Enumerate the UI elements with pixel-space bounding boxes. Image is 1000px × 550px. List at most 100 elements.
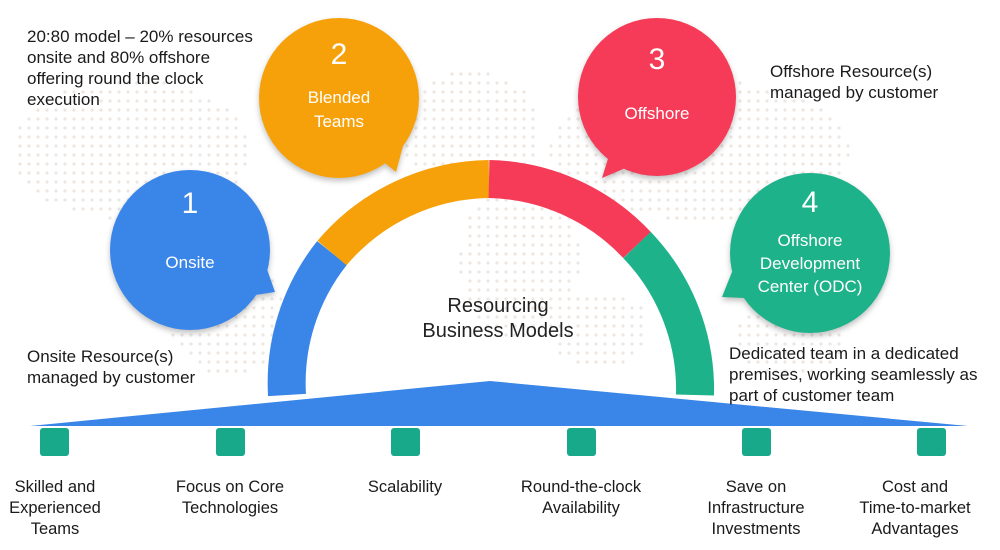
map-dot [603, 342, 607, 346]
map-dot [189, 162, 193, 166]
map-dot [27, 153, 31, 157]
map-dot [720, 162, 724, 166]
map-dot [603, 360, 607, 364]
map-dot [783, 369, 787, 373]
map-dot [828, 144, 832, 148]
map-dot [783, 162, 787, 166]
map-dot [171, 117, 175, 121]
map-dot [612, 324, 616, 328]
map-dot [459, 144, 463, 148]
map-dot [45, 126, 49, 130]
map-dot [126, 135, 130, 139]
map-dot [792, 162, 796, 166]
map-dot [819, 360, 823, 364]
map-dot [765, 171, 769, 175]
map-dot [99, 90, 103, 94]
map-dot [540, 306, 544, 310]
map-dot [621, 315, 625, 319]
map-dot [423, 126, 427, 130]
map-dot [828, 117, 832, 121]
map-dot [153, 81, 157, 85]
map-dot [612, 297, 616, 301]
map-dot [459, 108, 463, 112]
map-dot [450, 153, 454, 157]
map-dot [126, 189, 130, 193]
map-dot [576, 360, 580, 364]
map-dot [801, 144, 805, 148]
map-dot [468, 261, 472, 265]
map-dot [495, 81, 499, 85]
map-dot [45, 153, 49, 157]
map-dot [234, 144, 238, 148]
map-dot [819, 135, 823, 139]
map-dot [792, 171, 796, 175]
map-dot [135, 108, 139, 112]
map-dot [162, 162, 166, 166]
map-dot [540, 261, 544, 265]
map-dot [45, 117, 49, 121]
map-dot [450, 81, 454, 85]
map-dot [225, 117, 229, 121]
map-dot [531, 153, 535, 157]
map-dot [108, 117, 112, 121]
map-dot [117, 189, 121, 193]
map-dot [72, 108, 76, 112]
map-dot [486, 261, 490, 265]
map-dot [126, 108, 130, 112]
map-dot [837, 144, 841, 148]
map-dot [522, 99, 526, 103]
map-dot [504, 216, 508, 220]
map-dot [783, 99, 787, 103]
map-dot [666, 180, 670, 184]
map-dot [720, 180, 724, 184]
map-dot [783, 135, 787, 139]
map-dot [54, 108, 58, 112]
description-offshore: Offshore Resource(s) managed by customer [770, 62, 939, 102]
map-dot [810, 333, 814, 337]
map-dot [558, 279, 562, 283]
bubble-onsite-label: Onsite [165, 253, 215, 272]
map-dot [756, 108, 760, 112]
map-dot [594, 306, 598, 310]
map-dot [801, 135, 805, 139]
map-dot [243, 351, 247, 355]
map-dot [549, 333, 553, 337]
map-dot [495, 252, 499, 256]
map-dot [486, 270, 490, 274]
map-dot [792, 351, 796, 355]
map-dot [117, 117, 121, 121]
benefit-label-5: Save on Infrastructure Investments [707, 478, 805, 538]
map-dot [567, 333, 571, 337]
map-dot [90, 171, 94, 175]
map-dot [99, 207, 103, 211]
map-dot [180, 162, 184, 166]
map-dot [747, 126, 751, 130]
map-dot [612, 342, 616, 346]
map-dot [504, 117, 508, 121]
map-dot [486, 99, 490, 103]
map-dot [648, 189, 652, 193]
map-dot [846, 153, 850, 157]
map-dot [54, 189, 58, 193]
map-dot [801, 342, 805, 346]
map-dot [90, 90, 94, 94]
map-dot [126, 99, 130, 103]
map-dot [180, 135, 184, 139]
map-dot [81, 171, 85, 175]
map-dot [756, 126, 760, 130]
map-dot [684, 207, 688, 211]
map-dot [639, 306, 643, 310]
map-dot [486, 108, 490, 112]
map-dot [684, 216, 688, 220]
map-dot [585, 144, 589, 148]
map-dot [549, 306, 553, 310]
map-dot [90, 180, 94, 184]
map-dot [504, 261, 508, 265]
map-dot [747, 189, 751, 193]
map-dot [801, 126, 805, 130]
map-dot [747, 153, 751, 157]
map-dot [513, 207, 517, 211]
map-dot [792, 342, 796, 346]
map-dot [27, 180, 31, 184]
map-dot [153, 144, 157, 148]
